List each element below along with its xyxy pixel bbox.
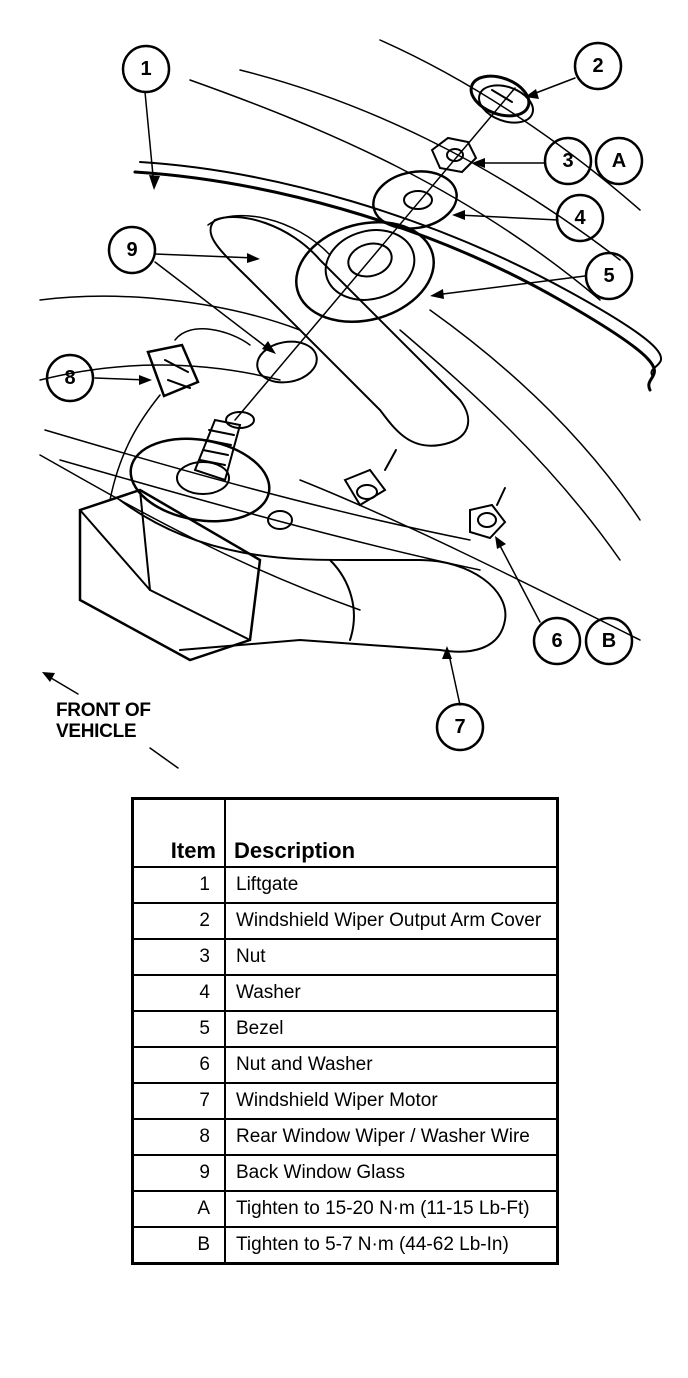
table-row: 3 Nut xyxy=(131,938,559,976)
glass-grommet xyxy=(256,340,318,384)
table-row: 4 Washer xyxy=(131,974,559,1012)
legend-item: 6 xyxy=(131,1046,226,1084)
callout-5: 5 xyxy=(603,265,614,287)
legend-description: Tighten to 15-20 N·m (11-15 Lb-Ft) xyxy=(224,1190,559,1228)
legend-item: A xyxy=(131,1190,226,1228)
callout-3: 3 xyxy=(562,150,573,172)
table-row: A Tighten to 15-20 N·m (11-15 Lb-Ft) xyxy=(131,1190,559,1228)
legend-header-item: Item xyxy=(131,797,226,868)
nut xyxy=(430,136,478,174)
bezel xyxy=(295,220,435,324)
legend-description: Tighten to 5-7 N·m (44-62 Lb-In) xyxy=(224,1226,559,1265)
legend-item: 8 xyxy=(131,1118,226,1156)
table-row: 9 Back Window Glass xyxy=(131,1154,559,1192)
callout-b: B xyxy=(602,630,616,652)
callout-4: 4 xyxy=(574,207,586,229)
table-row: 7 Windshield Wiper Motor xyxy=(131,1082,559,1120)
legend-description: Windshield Wiper Output Arm Cover xyxy=(224,902,559,940)
front-of-vehicle-label: FRONT OF VEHICLE xyxy=(56,700,151,742)
legend-description: Rear Window Wiper / Washer Wire xyxy=(224,1118,559,1156)
legend-item: 3 xyxy=(131,938,226,976)
front-label-line1: FRONT OF xyxy=(56,700,151,721)
legend-description: Bezel xyxy=(224,1010,559,1048)
legend-description: Nut and Washer xyxy=(224,1046,559,1084)
callout-7: 7 xyxy=(454,716,465,738)
assembly-axis-line xyxy=(234,87,516,421)
callout-9: 9 xyxy=(126,239,137,261)
legend-description: Back Window Glass xyxy=(224,1154,559,1192)
callout-circles xyxy=(45,41,644,752)
legend-header-description: Description xyxy=(224,797,559,868)
legend-description: Washer xyxy=(224,974,559,1012)
legend-table: Item Description 1 Liftgate 2 Windshield… xyxy=(131,797,559,1265)
wiper-wire-connector xyxy=(109,328,251,501)
back-window-glass xyxy=(207,214,470,447)
front-label-line2: VEHICLE xyxy=(56,721,137,742)
legend-item: 5 xyxy=(131,1010,226,1048)
exploded-view-diagram: 1 2 3 A 4 5 9 8 6 B 7 xyxy=(39,39,662,769)
washer xyxy=(372,170,458,230)
callout-8: 8 xyxy=(64,367,75,389)
callout-a: A xyxy=(612,150,626,172)
legend-item: 4 xyxy=(131,974,226,1012)
wiper-arm-cover xyxy=(469,74,534,124)
callout-6: 6 xyxy=(551,630,562,652)
legend-item: 1 xyxy=(131,866,226,904)
legend-header-row: Item Description xyxy=(131,797,559,868)
legend-description: Liftgate xyxy=(224,866,559,904)
legend-item: 9 xyxy=(131,1154,226,1192)
legend-item: B xyxy=(131,1226,226,1265)
leader-lines xyxy=(45,77,586,769)
legend-description: Windshield Wiper Motor xyxy=(224,1082,559,1120)
mounting-studs xyxy=(343,449,507,540)
table-row: 2 Windshield Wiper Output Arm Cover xyxy=(131,902,559,940)
legend-item: 7 xyxy=(131,1082,226,1120)
legend-description: Nut xyxy=(224,938,559,976)
legend-item: 2 xyxy=(131,902,226,940)
table-row: 1 Liftgate xyxy=(131,866,559,904)
callout-2: 2 xyxy=(592,55,603,77)
table-row: B Tighten to 5-7 N·m (44-62 Lb-In) xyxy=(131,1226,559,1265)
arrowheads xyxy=(42,89,539,682)
table-row: 5 Bezel xyxy=(131,1010,559,1048)
liftgate-outline xyxy=(39,39,662,641)
callout-1: 1 xyxy=(140,58,151,80)
table-row: 8 Rear Window Wiper / Washer Wire xyxy=(131,1118,559,1156)
table-row: 6 Nut and Washer xyxy=(131,1046,559,1084)
wiper-motor xyxy=(78,411,507,662)
